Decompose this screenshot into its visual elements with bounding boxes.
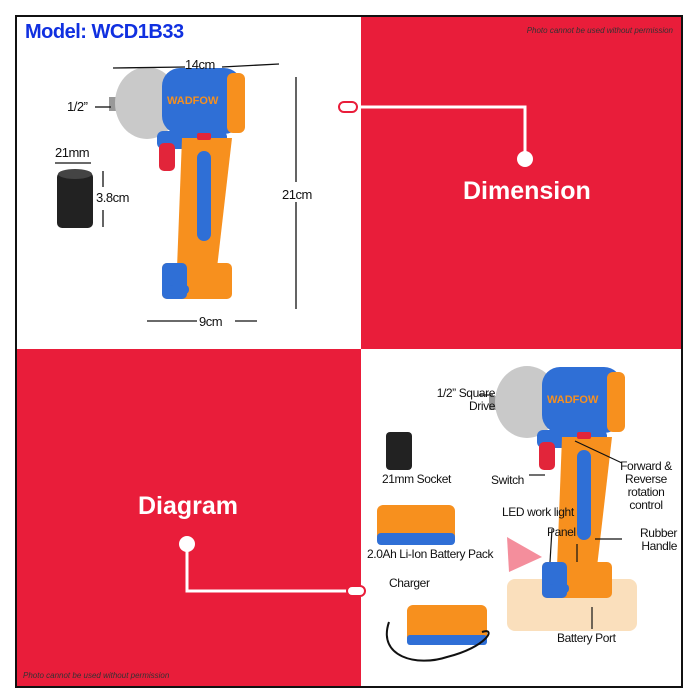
base-width-label: 9cm xyxy=(199,314,223,329)
led-label: LED work light xyxy=(502,505,574,519)
socket-accessory-image xyxy=(386,432,412,470)
charger-image xyxy=(407,605,487,643)
accessory-charger-label: Charger xyxy=(389,576,430,590)
length-label: 14cm xyxy=(185,57,215,72)
forward-reverse-label: Forward & Reverse rotation control xyxy=(620,459,672,512)
permission-notice-top: Photo cannot be used without permission xyxy=(526,26,673,35)
permission-notice-bottom: Photo cannot be used without permission xyxy=(23,671,170,680)
switch-label: Switch xyxy=(491,473,524,487)
brand-logo-diagram: WADFOW xyxy=(547,394,599,406)
dimension-red-panel xyxy=(361,17,681,349)
illustrations xyxy=(55,63,637,662)
square-drive-label: 1/2” Square Drive xyxy=(436,386,496,413)
infographic-frame: WADFOW WADFOW Model: WCD1B33 Photo canno… xyxy=(15,15,683,688)
model-title: Model: WCD1B33 xyxy=(25,21,184,43)
socket-width-label: 21mm xyxy=(55,145,90,160)
diagram-heading: Diagram xyxy=(138,492,239,520)
accessory-socket-label: 21mm Socket xyxy=(382,472,451,486)
battery-port-label: Battery Port xyxy=(557,631,616,645)
rubber-handle-label: Rubber Handle xyxy=(640,526,677,553)
diagram-red-panel xyxy=(17,349,361,686)
height-label: 21cm xyxy=(282,187,312,202)
dimension-heading: Dimension xyxy=(463,177,591,205)
socket-height-label: 3.8cm xyxy=(96,190,129,205)
accessory-battery-label: 2.0Ah Li-Ion Battery Pack xyxy=(367,547,494,561)
drive-size-label: 1/2” xyxy=(67,99,88,114)
socket-image xyxy=(57,172,93,228)
brand-logo-dimension: WADFOW xyxy=(167,95,219,107)
panel-label: Panel xyxy=(547,525,576,539)
